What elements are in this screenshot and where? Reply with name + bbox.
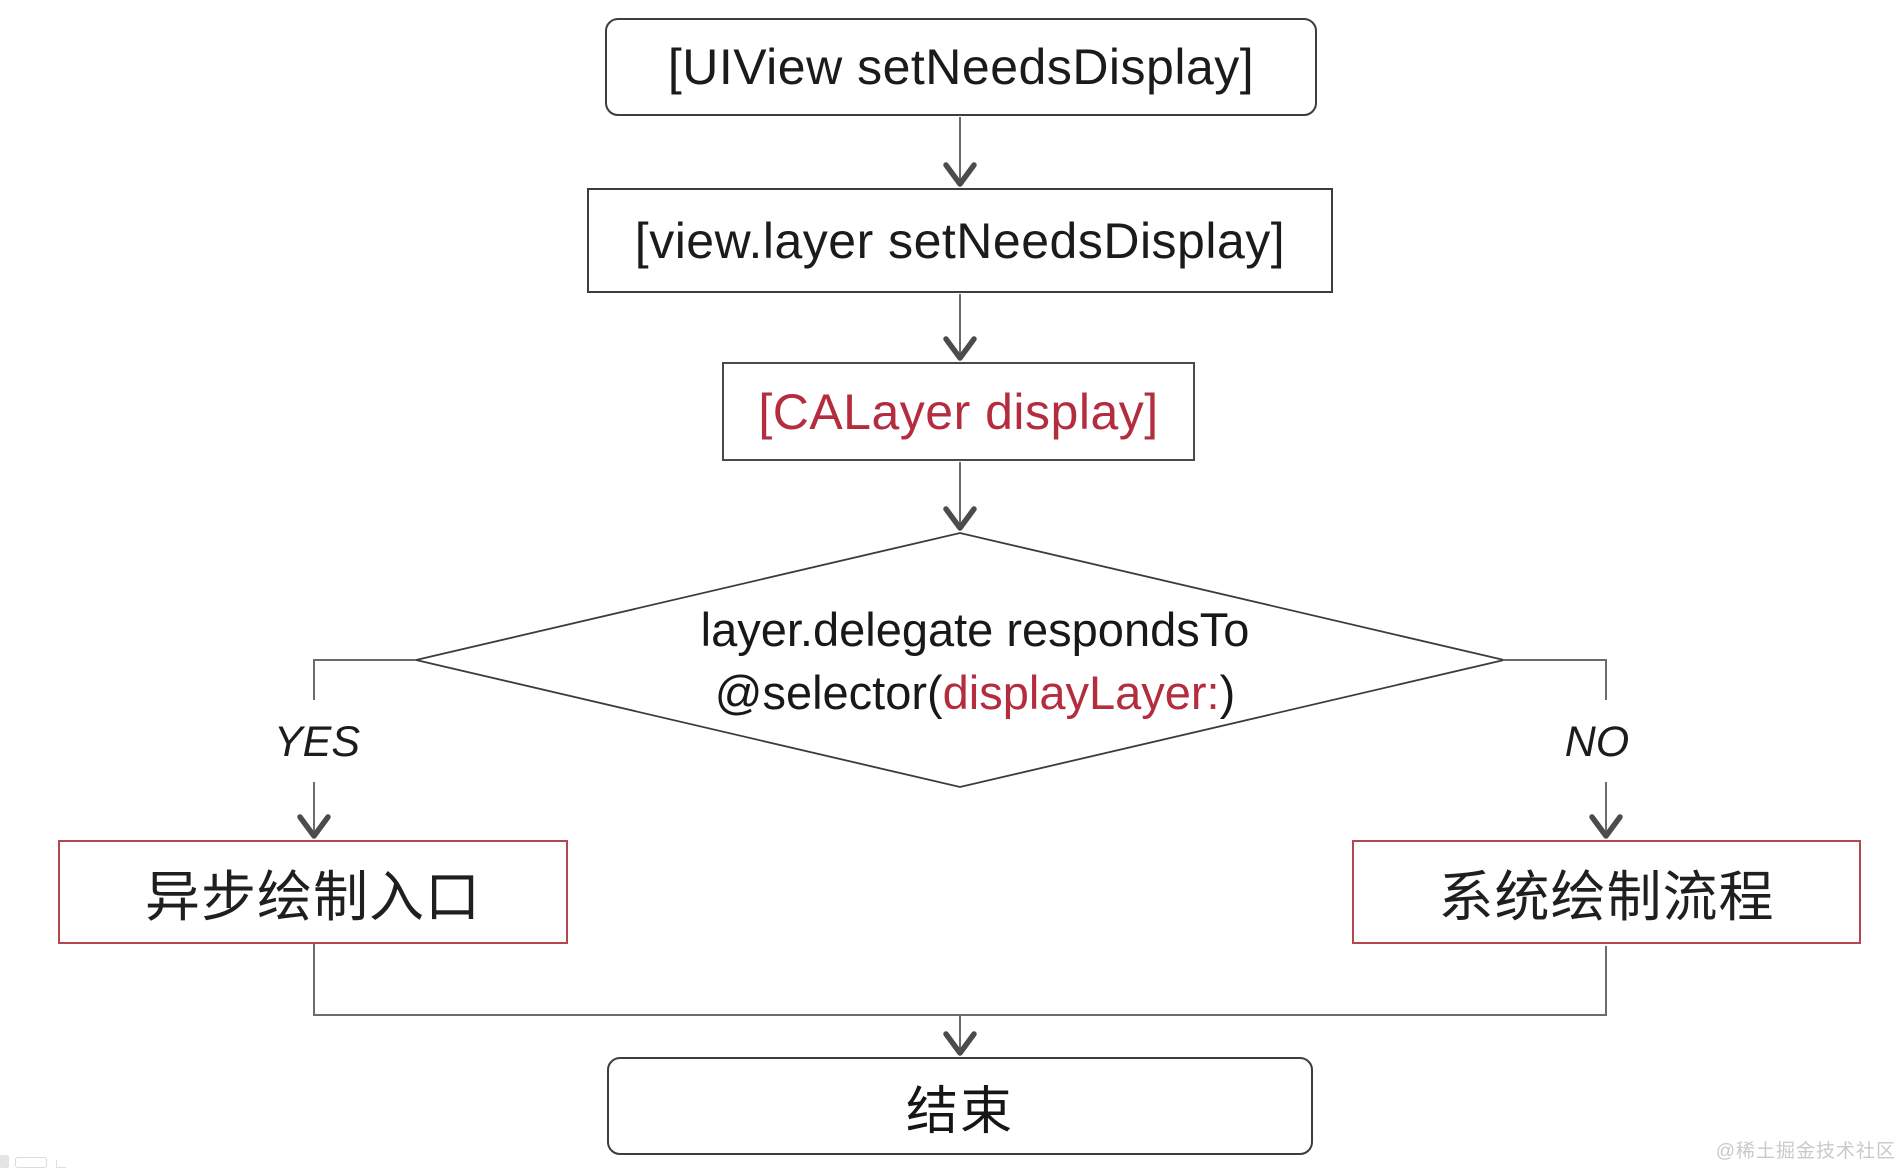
node-uiview-label: [UIView setNeedsDisplay] (667, 39, 1255, 95)
bottom-left-artifact-mark (56, 1160, 66, 1168)
node-calayer-label: [CALayer display] (758, 383, 1159, 440)
node-end: 结束 (607, 1057, 1313, 1155)
node-end-label: 结束 (905, 1082, 1014, 1141)
arrowhead-no (1589, 814, 1623, 839)
arrowhead-yes (297, 814, 331, 839)
node-calayer-display: [CALayer display] (722, 362, 1195, 461)
decision-line2-prefix: @selector( (714, 666, 943, 719)
no-label: NO (1564, 718, 1630, 766)
node-uiview-setneedsdisplay: [UIView setNeedsDisplay] (605, 18, 1317, 116)
no-branch-line-upper (1503, 659, 1607, 700)
arrowhead-3 (943, 506, 977, 531)
bottom-left-artifact-box (15, 1157, 47, 1168)
merge-line (313, 944, 1607, 1016)
arrowhead-end (943, 1031, 977, 1056)
mouse-cursor (1077, 720, 1098, 750)
watermark-text: @稀土掘金技术社区 (1715, 1141, 1896, 1162)
yes-label: YES (273, 718, 361, 766)
node-viewlayer-label: [view.layer setNeedsDisplay] (634, 212, 1286, 269)
node-system-draw-label: 系统绘制流程 (1438, 866, 1775, 928)
decision-line2-suffix: ) (1219, 666, 1236, 719)
bottom-left-artifact-icon (0, 1155, 9, 1168)
arrowhead-2 (943, 336, 977, 361)
decision-line2: @selector(displayLayer:) (625, 661, 1325, 724)
yes-branch-line-upper (313, 659, 416, 700)
decision-text: layer.delegate respondsTo @selector(disp… (625, 598, 1325, 724)
decision-line2-highlight: displayLayer: (942, 666, 1220, 719)
decision-line1: layer.delegate respondsTo (700, 603, 1250, 656)
node-async-draw-label: 异步绘制入口 (144, 866, 481, 928)
arrowhead-1 (943, 162, 977, 187)
node-system-draw-flow: 系统绘制流程 (1352, 840, 1861, 944)
node-viewlayer-setneedsdisplay: [view.layer setNeedsDisplay] (587, 188, 1333, 293)
node-async-draw-entry: 异步绘制入口 (58, 840, 568, 944)
